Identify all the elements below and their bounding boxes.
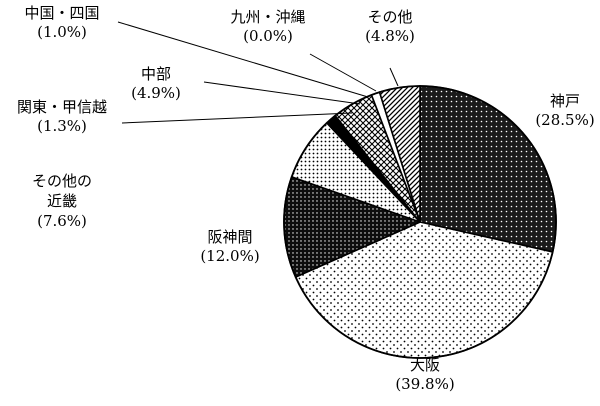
slice-4-percent: (7.6%) xyxy=(37,212,87,230)
slice-9-label: その他 xyxy=(367,8,412,26)
slice-7-label: 中国・四国 xyxy=(24,4,99,22)
slice-1-label: 神戸 xyxy=(550,92,580,110)
slice-8-label: 九州・沖縄 xyxy=(230,8,305,26)
slice-6-percent: (4.9%) xyxy=(131,84,181,102)
slice-9-percent: (4.8%) xyxy=(365,27,415,45)
slice-4-label: その他の xyxy=(32,172,92,190)
slice-7-percent: (1.0%) xyxy=(37,23,87,41)
slice-6-label: 中部 xyxy=(141,65,171,83)
slice-2-percent: (39.8%) xyxy=(395,375,454,393)
slice-8-percent: (0.0%) xyxy=(243,27,293,45)
pie-outline xyxy=(283,85,557,359)
slice-5-percent: (1.3%) xyxy=(37,117,87,135)
slice-1-percent: (28.5%) xyxy=(535,111,594,129)
slice-8-leader xyxy=(309,53,377,92)
slice-3-percent: (12.0%) xyxy=(200,247,259,265)
slice-9-leader xyxy=(389,67,399,87)
slice-4-label: 近畿 xyxy=(47,192,77,210)
slice-3-label: 阪神間 xyxy=(207,228,252,246)
slice-7-leader xyxy=(117,21,369,98)
slice-2-label: 大阪 xyxy=(410,356,440,374)
slice-6-leader xyxy=(203,81,361,105)
slice-5-leader xyxy=(121,112,353,124)
leader-lines xyxy=(117,21,399,183)
slice-5-label: 関東・甲信越 xyxy=(17,98,107,116)
pie-slices xyxy=(283,85,557,359)
